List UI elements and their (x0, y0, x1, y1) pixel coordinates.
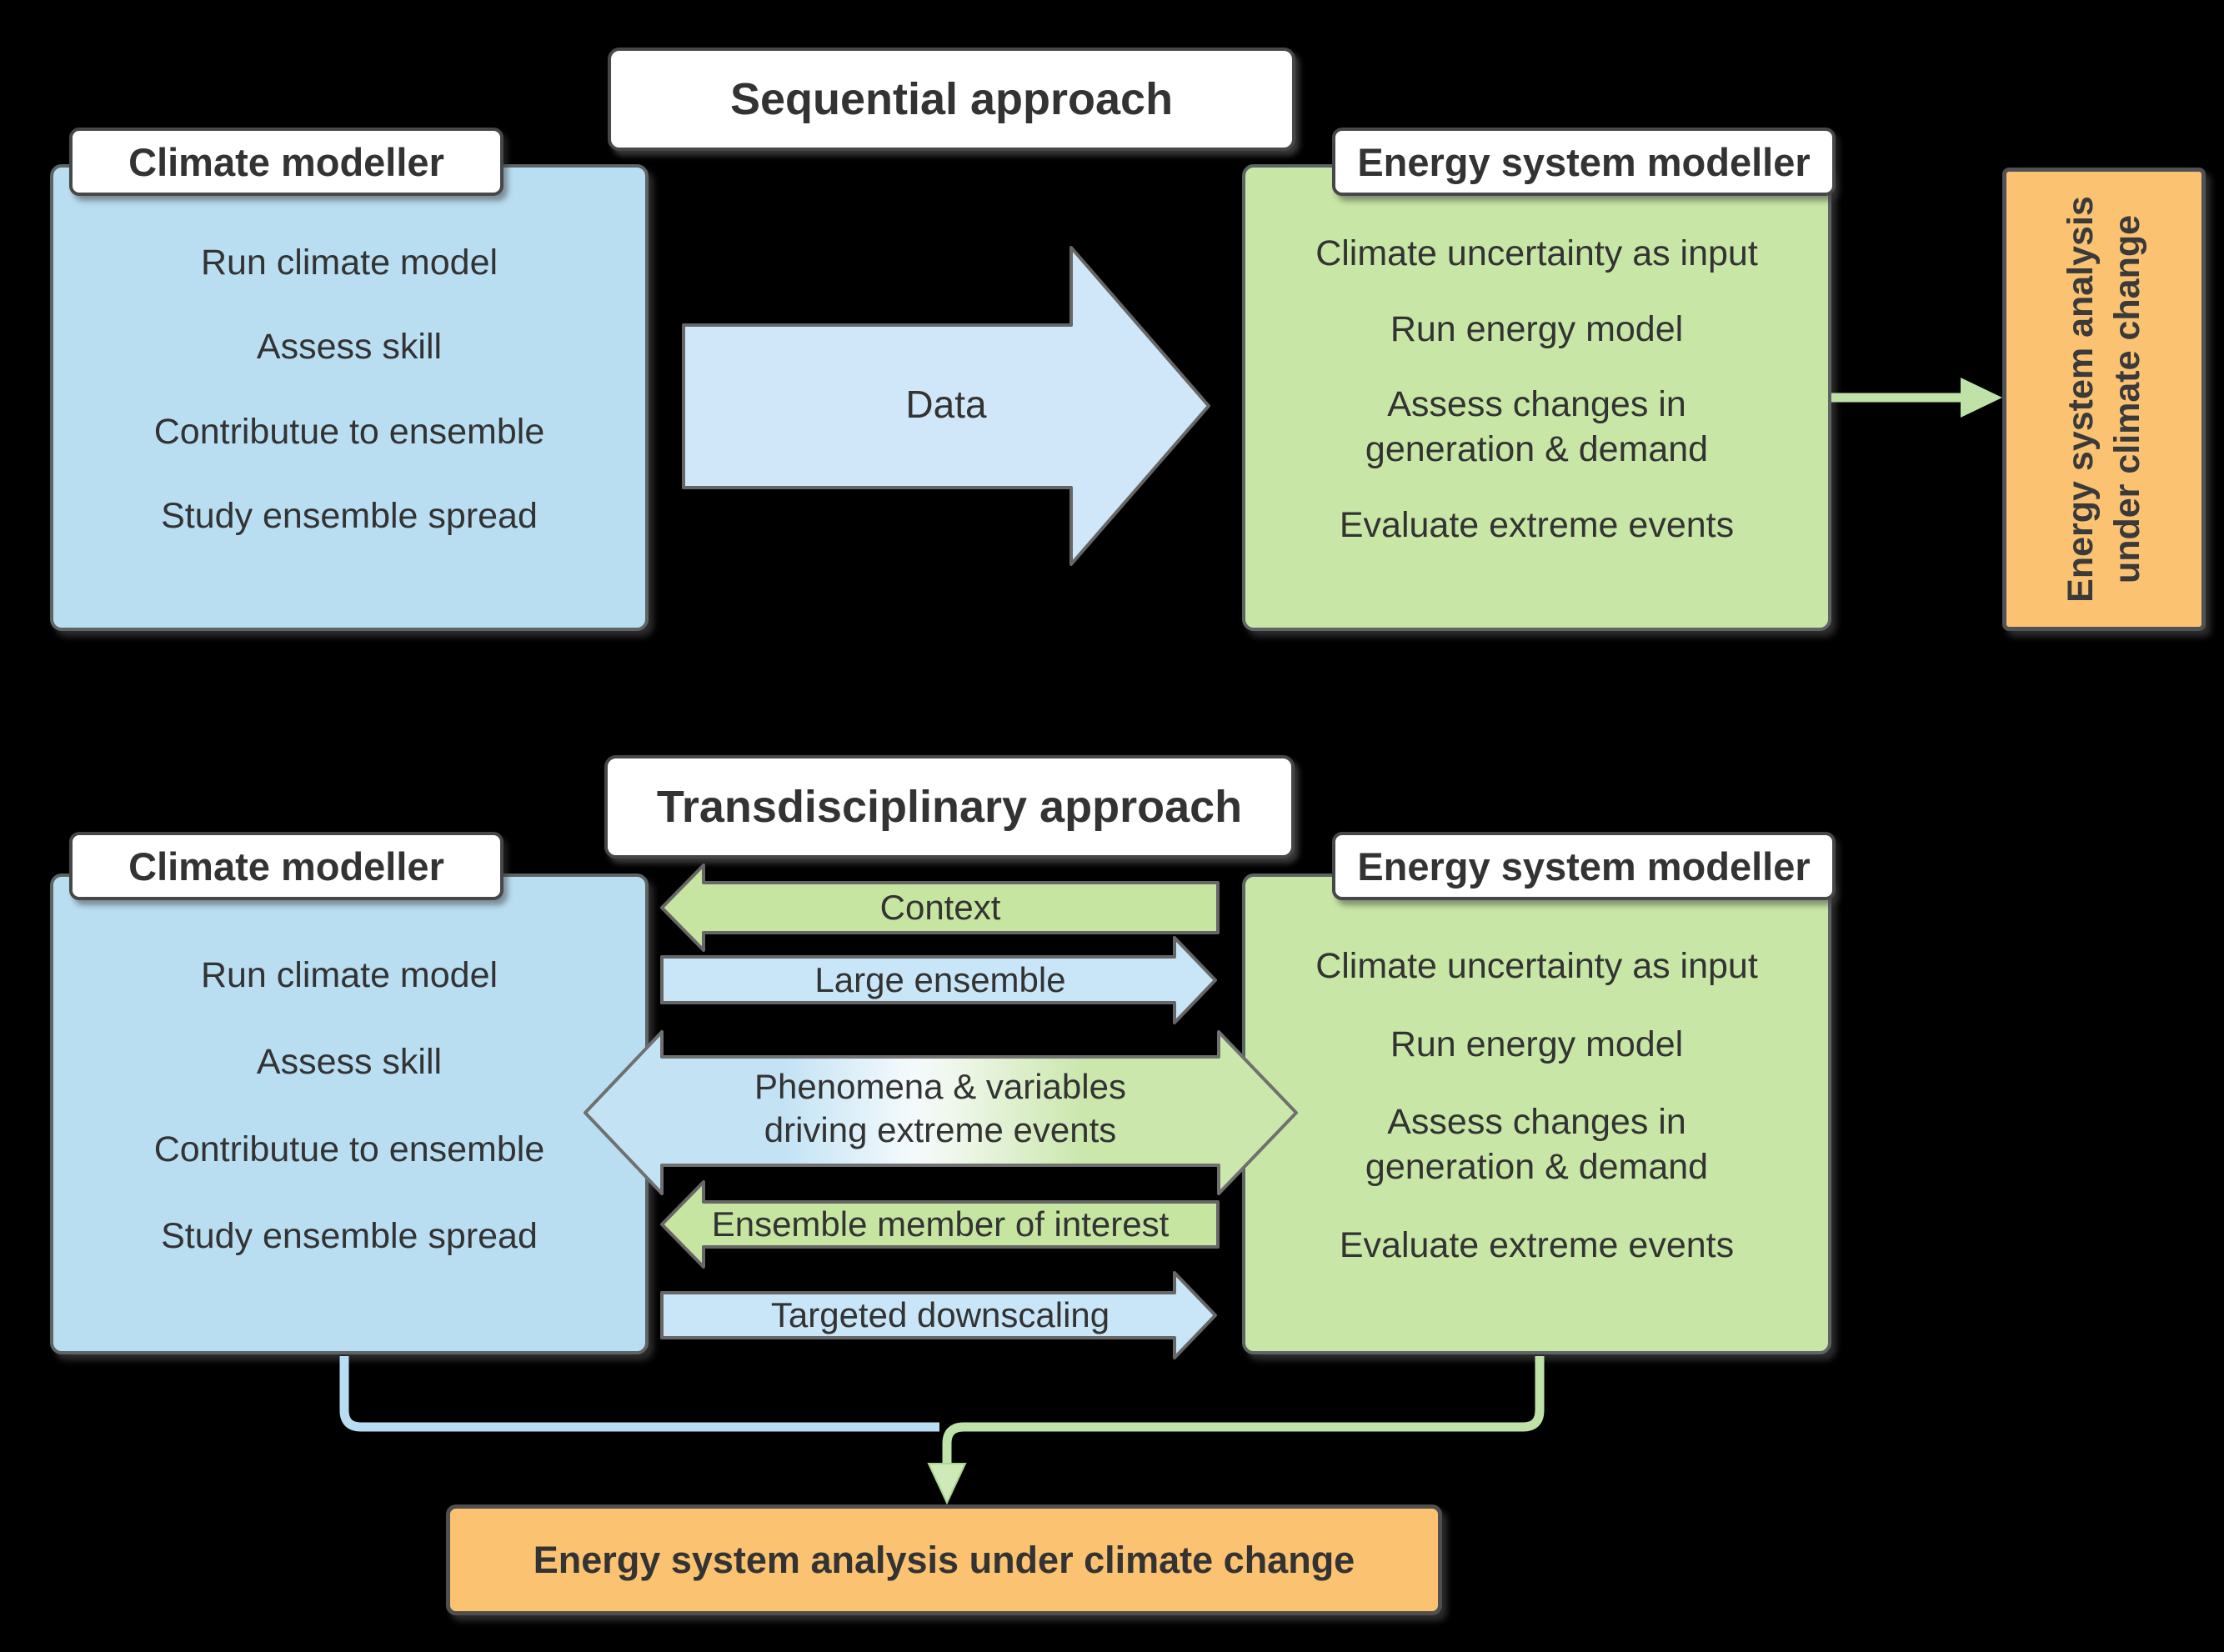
climate-task: Run climate model (200, 954, 498, 995)
climate-task: Contributue to ensemble (153, 1129, 545, 1169)
sequential-approach-title: Sequential approach (608, 48, 1295, 151)
sequential-energy-system-modeller-box: Climate uncertainty as input Run energy … (1242, 164, 1831, 631)
phenomena-arrow-label: Phenomena & variables driving extreme ev… (649, 1065, 1232, 1152)
transdisciplinary-climate-modeller-box: Run climate model Assess skill Contribut… (50, 874, 649, 1354)
climate-task: Contributue to ensemble (153, 411, 545, 452)
transdisciplinary-energy-system-modeller-label: Energy system modeller (1332, 832, 1836, 900)
large-ensemble-arrow-label: Large ensemble (814, 960, 1066, 999)
energy-task: Evaluate extreme events (1339, 1225, 1735, 1266)
sequential-climate-modeller-box: Run climate model Assess skill Contribut… (50, 164, 649, 631)
energy-task: Run energy model (1390, 1024, 1684, 1064)
climate-task: Assess skill (256, 327, 443, 368)
context-arrow (660, 864, 1220, 952)
energy-task: Evaluate extreme events (1339, 504, 1735, 545)
ensemble-member-arrow (660, 1180, 1220, 1269)
energy-task: Climate uncertainty as input (1315, 945, 1758, 986)
climate-task: Study ensemble spread (161, 495, 538, 536)
transdisciplinary-approach-title: Transdisciplinary approach (604, 755, 1295, 859)
transdisciplinary-climate-modeller-label: Climate modeller (69, 832, 503, 900)
energy-task: Climate uncertainty as input (1315, 233, 1758, 274)
result-line: Energy system analysis (2061, 196, 2101, 603)
result-arrow (1831, 378, 2002, 418)
sequential-energy-system-modeller-label: Energy system modeller (1332, 128, 1836, 196)
transdisciplinary-result-box: Energy system analysis under climate cha… (446, 1504, 1442, 1615)
sequential-result-box: Energy system analysis under climate cha… (2002, 168, 2206, 631)
large-ensemble-arrow (660, 936, 1217, 1024)
energy-task: Assess changes in generation & demand (1365, 1102, 1709, 1188)
climate-connector-line (339, 1356, 939, 1432)
data-arrow-label: Data (905, 383, 987, 426)
energy-task: Assess changes in generation & demand (1365, 384, 1709, 470)
data-flow-arrow (682, 246, 1210, 566)
targeted-downscaling-arrow (660, 1271, 1217, 1359)
phenomena-line: driving extreme events (764, 1110, 1117, 1149)
result-connectors (339, 1356, 1545, 1505)
ensemble-member-arrow-label: Ensemble member of interest (711, 1204, 1170, 1244)
climate-task: Assess skill (256, 1042, 443, 1083)
result-line: under climate change (2107, 214, 2147, 584)
targeted-downscaling-arrow-label: Targeted downscaling (770, 1295, 1110, 1334)
phenomena-double-arrow (584, 1030, 1298, 1195)
context-arrow-label: Context (879, 888, 1001, 927)
energy-task: Run energy model (1390, 308, 1684, 349)
climate-task: Study ensemble spread (161, 1216, 538, 1257)
down-arrowhead (927, 1463, 967, 1505)
sequential-result-text: Energy system analysis under climate cha… (2057, 196, 2151, 603)
phenomena-line: Phenomena & variables (754, 1067, 1126, 1106)
sequential-climate-modeller-label: Climate modeller (69, 128, 503, 196)
transdisciplinary-energy-system-modeller-box: Climate uncertainty as input Run energy … (1242, 874, 1831, 1354)
exchange-arrows (584, 864, 1298, 1359)
energy-connector-line (942, 1356, 1545, 1465)
climate-task: Run climate model (200, 243, 498, 283)
